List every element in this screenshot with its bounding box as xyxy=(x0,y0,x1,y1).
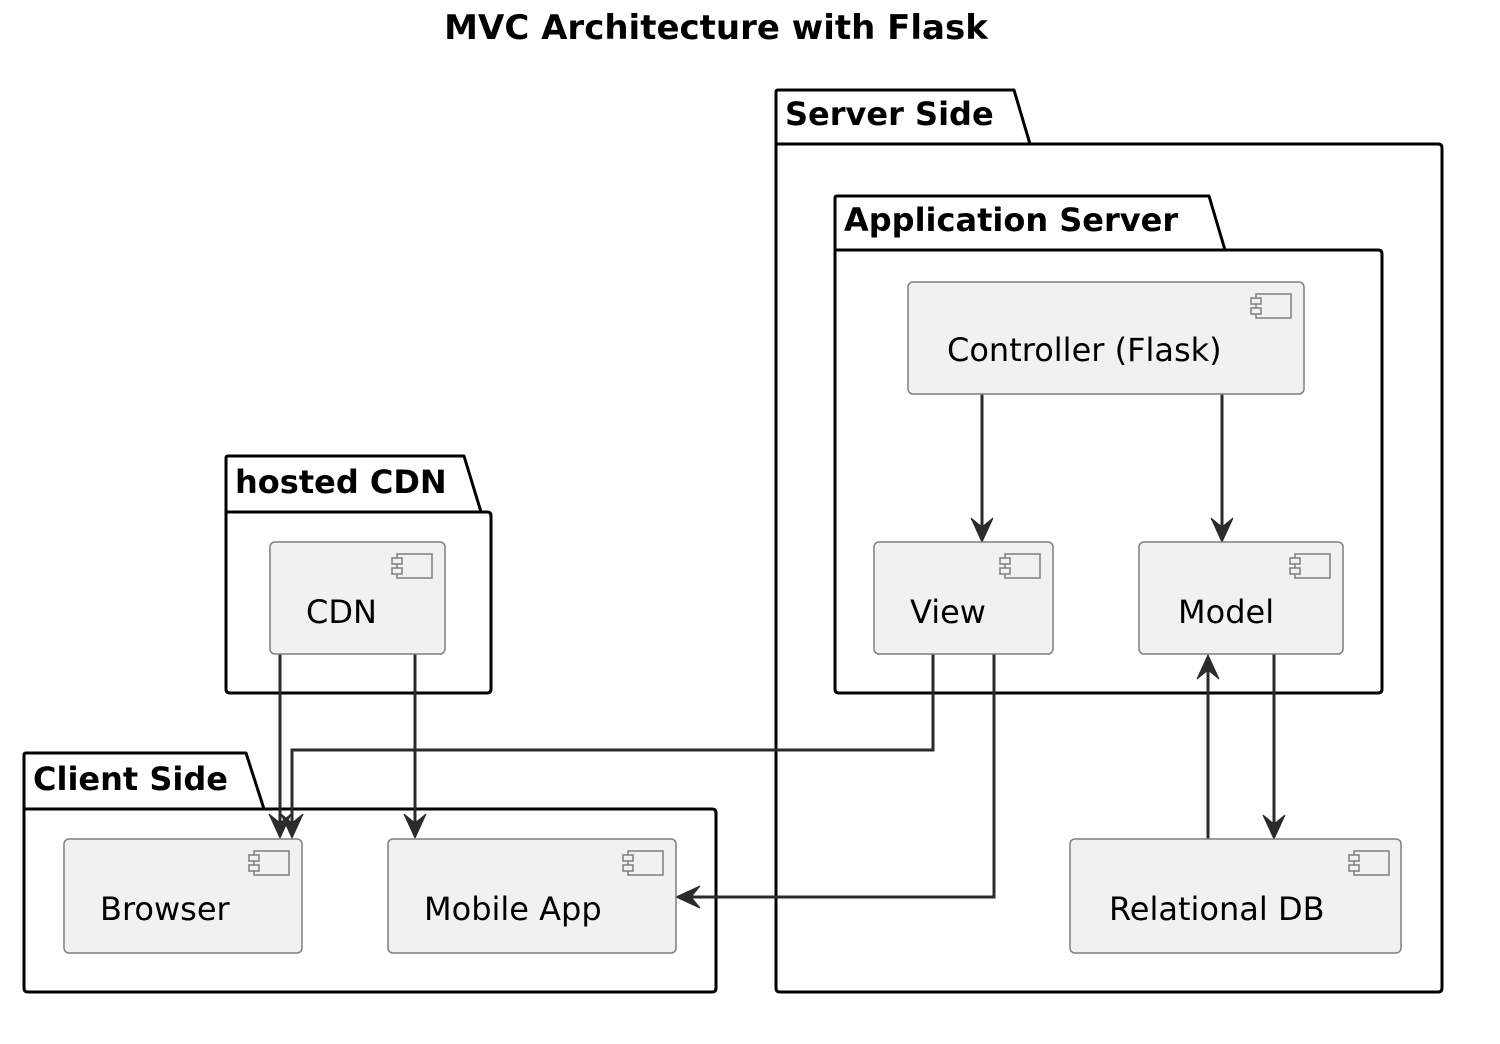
component-icon xyxy=(248,850,290,876)
edge-relational-db-to-model xyxy=(1196,653,1220,839)
arrowhead xyxy=(674,885,701,909)
component-controller-label: Controller (Flask) xyxy=(947,331,1222,369)
edge-cdn-to-browser xyxy=(268,654,292,840)
component-cdn: CDN xyxy=(269,541,446,655)
component-view: View xyxy=(873,541,1054,655)
edge-controller-to-view xyxy=(970,394,994,544)
package-client-side-label: Client Side xyxy=(33,760,228,798)
arrowhead xyxy=(403,813,427,840)
package-server-side-label: Server Side xyxy=(785,95,994,133)
package-application-server: Application Server xyxy=(833,194,1384,695)
arrowhead xyxy=(1196,653,1220,680)
component-controller: Controller (Flask) xyxy=(907,281,1305,395)
arrowhead xyxy=(970,517,994,544)
component-relational-db: Relational DB xyxy=(1069,838,1402,954)
arrowhead xyxy=(1210,517,1234,544)
package-hosted-cdn: hosted CDN xyxy=(224,454,493,695)
component-icon xyxy=(622,850,664,876)
arrowhead xyxy=(1262,814,1286,841)
component-model: Model xyxy=(1138,541,1344,655)
component-mobile-app: Mobile App xyxy=(387,838,677,954)
package-application-server-frame xyxy=(833,194,1384,695)
package-hosted-cdn-frame xyxy=(224,454,493,695)
component-mobile-app-label: Mobile App xyxy=(424,890,602,928)
component-browser: Browser xyxy=(63,838,303,954)
package-client-side-frame xyxy=(22,751,718,994)
edge-model-to-relational-db xyxy=(1262,654,1286,841)
arrowhead xyxy=(268,813,292,840)
component-controller-box xyxy=(907,281,1305,395)
edge-view-to-browser-line xyxy=(290,654,935,826)
component-browser-label: Browser xyxy=(100,890,231,928)
component-icon xyxy=(999,553,1041,579)
package-server-side-frame xyxy=(774,88,1444,994)
edge-cdn-to-mobile-app xyxy=(403,654,427,840)
package-client-side: Client Side xyxy=(22,751,718,994)
edge-controller-to-model xyxy=(1210,394,1234,544)
component-mobile-app-box xyxy=(387,838,677,954)
diagram-title: MVC Architecture with Flask xyxy=(444,8,989,48)
component-icon xyxy=(1348,850,1390,876)
component-view-label: View xyxy=(910,593,986,631)
component-browser-box xyxy=(63,838,303,954)
component-cdn-label: CDN xyxy=(306,593,377,631)
component-model-label: Model xyxy=(1178,593,1274,631)
component-icon xyxy=(1250,293,1292,319)
component-icon xyxy=(391,553,433,579)
component-relational-db-box xyxy=(1069,838,1402,954)
edge-view-to-mobile-app-line xyxy=(688,654,996,899)
component-icon xyxy=(1289,553,1331,579)
edge-view-to-mobile-app xyxy=(674,654,996,909)
package-application-server-label: Application Server xyxy=(844,201,1178,239)
package-server-side: Server Side xyxy=(774,88,1444,994)
component-relational-db-label: Relational DB xyxy=(1109,890,1325,928)
package-hosted-cdn-label: hosted CDN xyxy=(235,463,447,501)
